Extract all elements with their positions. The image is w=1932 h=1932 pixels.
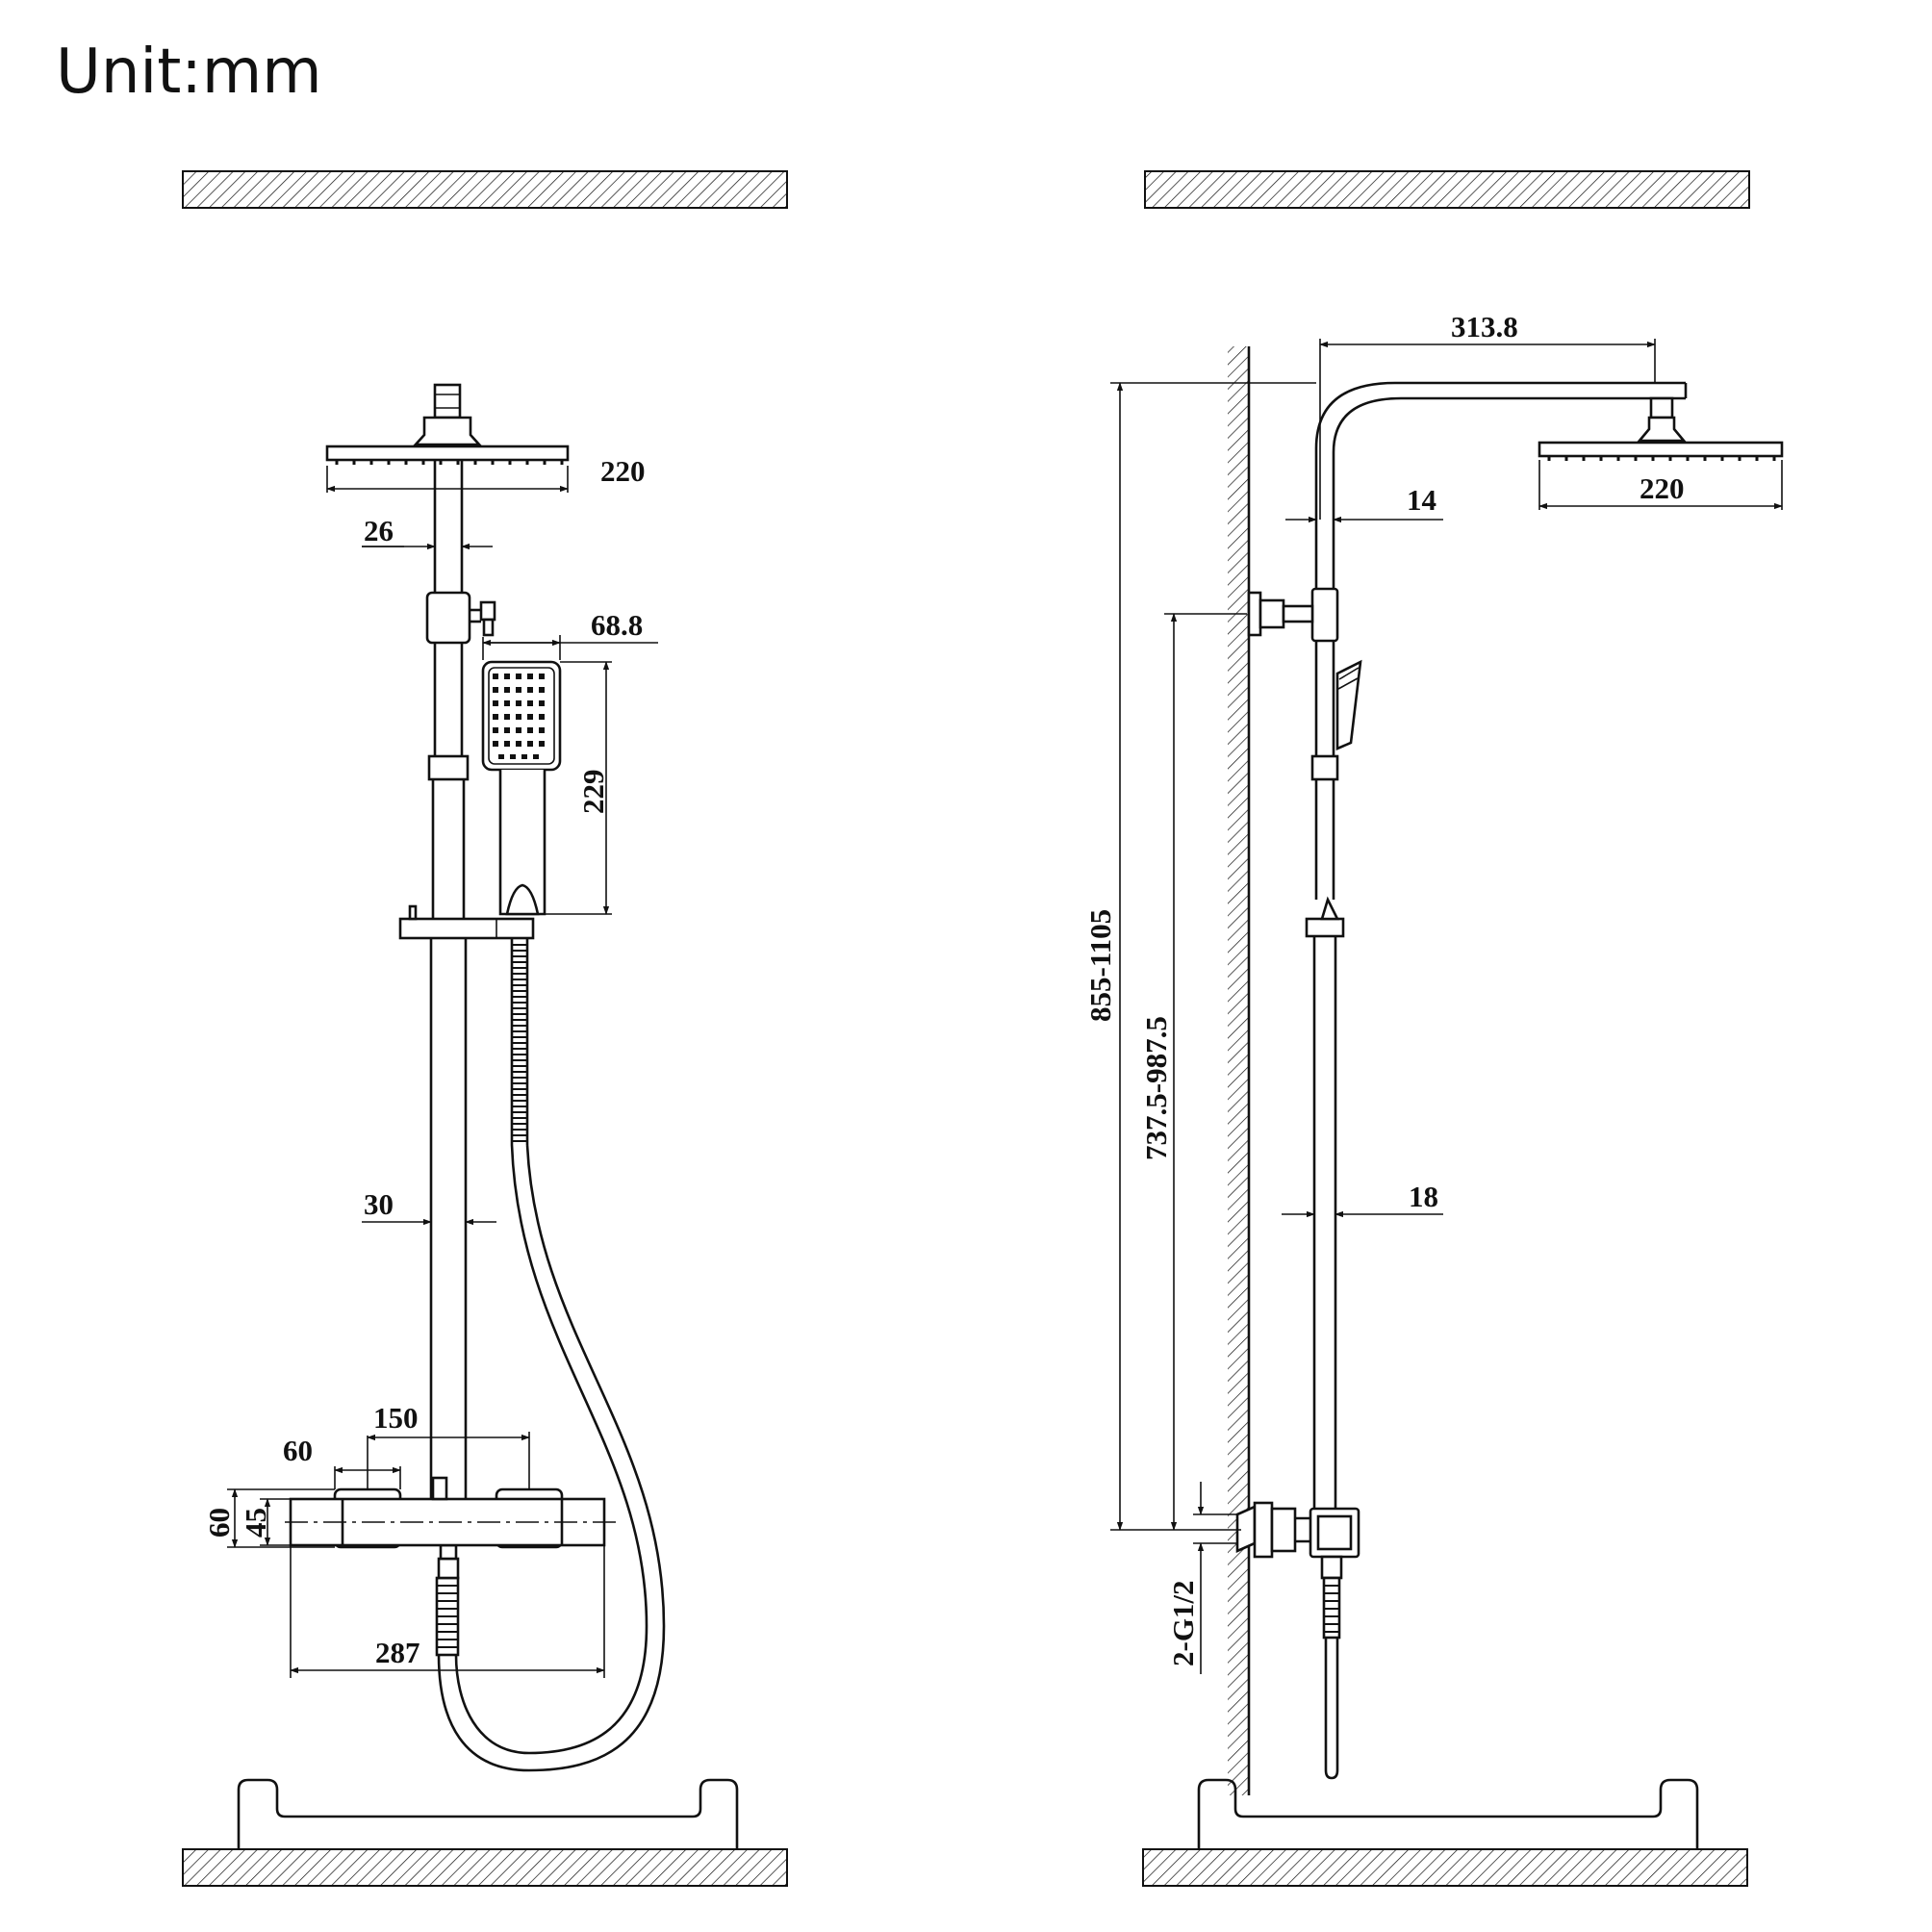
front-dim-elbow-width: 60 xyxy=(283,1434,313,1467)
hand-shower-holder xyxy=(398,904,535,940)
shower-hose xyxy=(435,938,666,1772)
side-dim-upper-pipe: 14 xyxy=(1407,483,1436,517)
front-dim-upper-pipe: 26 xyxy=(364,514,394,547)
side-ceiling-hatch xyxy=(1144,170,1750,209)
side-hand-shower xyxy=(1320,659,1362,921)
side-bathtub-outline xyxy=(1197,1778,1699,1849)
side-dim-arm-reach: 313.8 xyxy=(1451,310,1518,343)
floor-hatch xyxy=(182,1848,788,1887)
front-dim-lower-pipe: 30 xyxy=(364,1187,394,1221)
unit-label: Unit:mm xyxy=(56,37,322,108)
side-dim-bracket-height: 737.5-987.5 xyxy=(1139,1016,1173,1160)
thermostatic-mixer xyxy=(285,1476,616,1549)
side-dimensions xyxy=(1110,339,1783,1674)
side-dim-head-width: 220 xyxy=(1640,471,1685,505)
front-dim-head-width: 220 xyxy=(600,454,646,488)
ceiling-hatch xyxy=(182,170,788,209)
front-dim-body-height-inner: 45 xyxy=(239,1508,272,1538)
front-dim-body-height-outer: 60 xyxy=(202,1508,236,1538)
wall-bracket xyxy=(1247,591,1314,637)
front-view: 220 26 68.8 229 30 150 60 60 45 287 xyxy=(182,170,788,1887)
hand-shower xyxy=(481,660,562,916)
side-riser-and-arm xyxy=(1305,381,1688,1514)
diverter-knob xyxy=(470,600,496,637)
side-dim-total-height: 855-1105 xyxy=(1083,909,1117,1022)
bathtub-outline xyxy=(237,1778,739,1849)
front-dim-hand-length: 229 xyxy=(576,770,610,815)
front-dimensions xyxy=(227,466,658,1678)
side-dim-lower-pipe: 18 xyxy=(1409,1180,1438,1213)
rain-shower-head xyxy=(325,383,570,465)
side-dim-inlet-thread: 2-G1/2 xyxy=(1166,1580,1200,1666)
front-dim-body-length: 287 xyxy=(375,1636,420,1669)
riser-pipe xyxy=(425,460,471,1509)
front-dim-inlet-spacing: 150 xyxy=(373,1401,419,1435)
side-rain-shower-head xyxy=(1538,396,1784,461)
side-floor-hatch xyxy=(1142,1848,1748,1887)
side-mixer xyxy=(1235,1501,1360,1780)
side-view: 313.8 14 220 855-1105 737.5-987.5 18 2-G… xyxy=(1083,170,1784,1887)
wall-hatch xyxy=(1228,346,1249,1795)
front-dim-hand-width: 68.8 xyxy=(591,608,643,642)
